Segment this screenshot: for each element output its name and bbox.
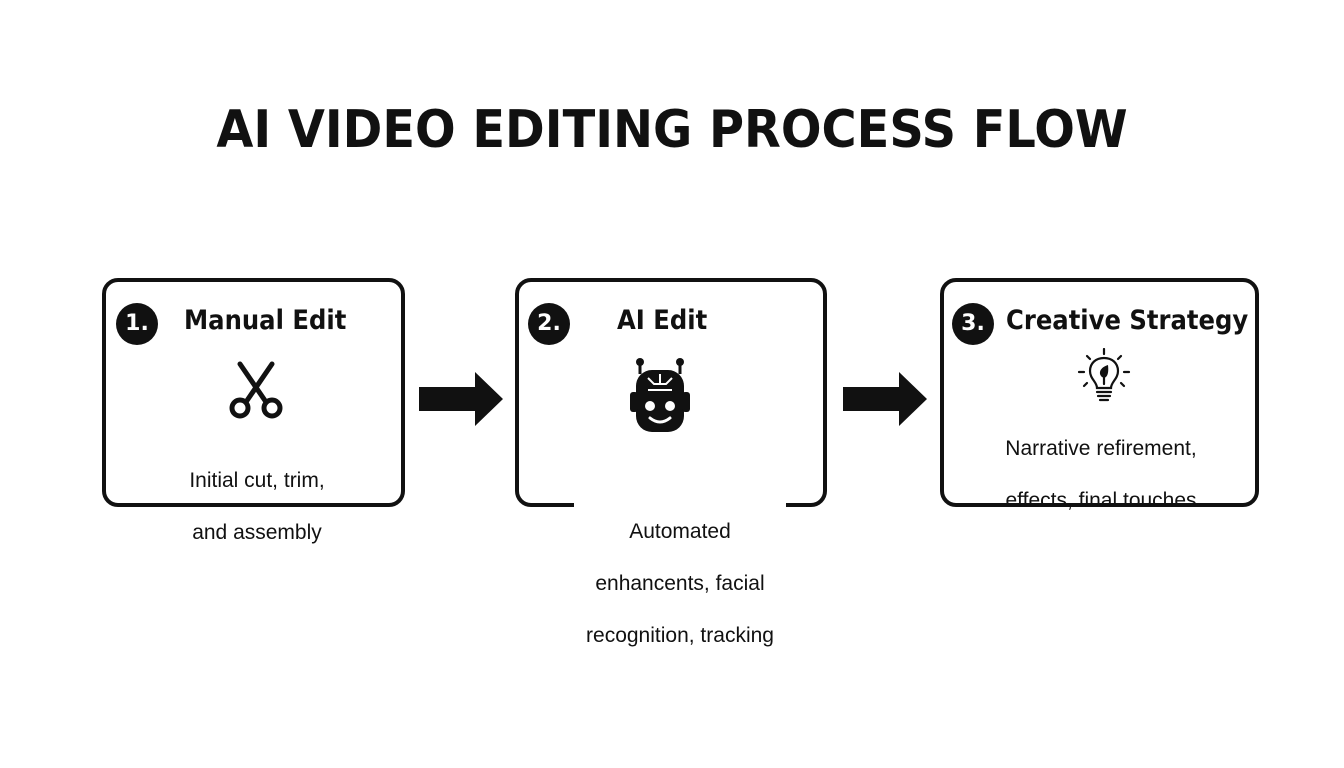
step-description-line: recognition, tracking [586,624,774,647]
step-description-line: enhancents, facial [595,572,765,595]
step-description-line: Automated [629,520,731,543]
step-description-line: and assembly [192,521,322,544]
scissors-icon [226,360,286,425]
lightbulb-icon [1076,347,1132,411]
step-title: Creative Strategy [1006,305,1249,336]
step-description-line: Initial cut, trim, [189,469,325,492]
step-description-line: effects, final touches [1005,489,1197,512]
step-number-badge: 2. [528,303,570,345]
step-description: Narrative refirement, effects, final tou… [990,410,1212,540]
step-description-line: Narrative refirement, [1005,437,1197,460]
step-description: Automated enhancents, facial recognition… [574,493,786,675]
page-title: AI VIDEO EDITING PROCESS FLOW [216,100,1128,160]
robot-icon [628,356,692,445]
step-number-badge: 1. [116,303,158,345]
step-title: Manual Edit [184,305,347,336]
arrow-right-icon [419,372,503,431]
arrow-right-icon [843,372,927,431]
step-description: Initial cut, trim, and assembly [152,442,362,572]
step-title: AI Edit [617,305,708,336]
step-number-badge: 3. [952,303,994,345]
